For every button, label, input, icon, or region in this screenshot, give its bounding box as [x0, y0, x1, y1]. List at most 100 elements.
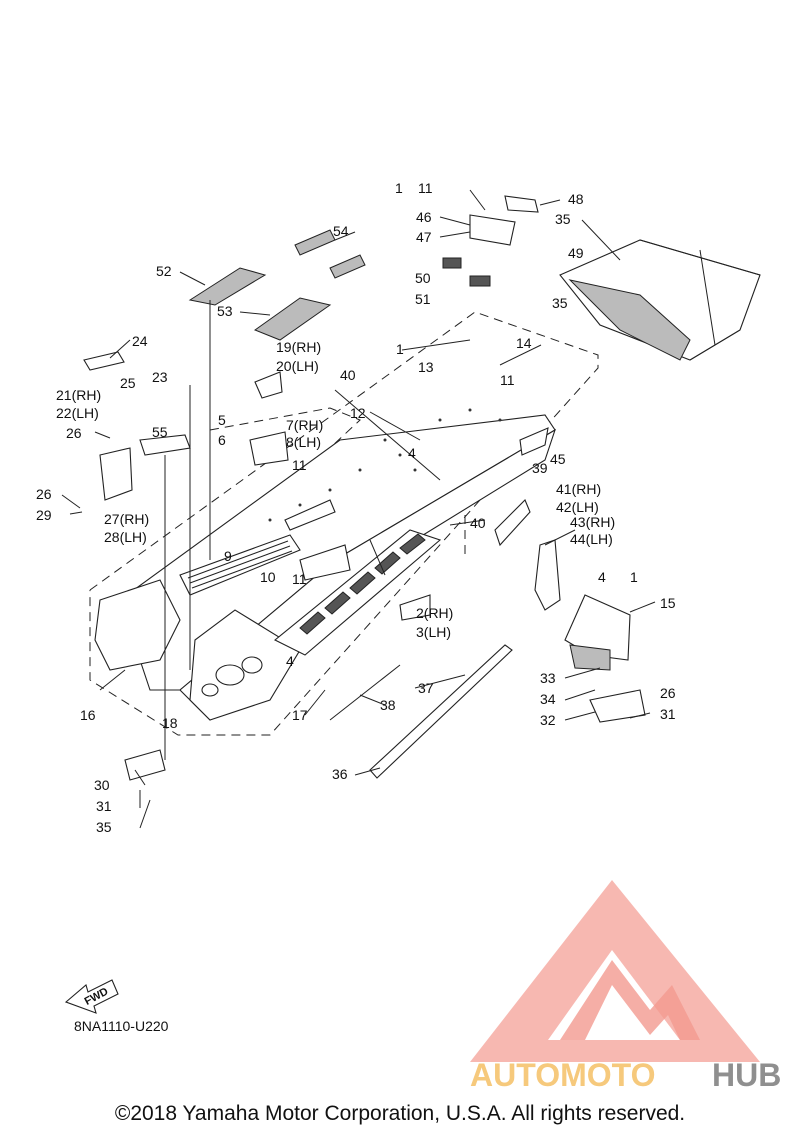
- callout-label: 1: [395, 180, 403, 196]
- callout-label: 11: [292, 571, 307, 587]
- callout-label: 26: [36, 486, 52, 502]
- part-38-rod: [329, 664, 401, 721]
- callout-label: 2(RH): [416, 605, 453, 621]
- callout-labels: 1 11 48 46 47 35 54 49 52 50 51 53 35 1 …: [36, 180, 676, 835]
- callout-label: 35: [96, 819, 112, 835]
- part-2-3: [399, 594, 431, 621]
- part-43-44: [534, 539, 561, 611]
- callout-label: 16: [80, 707, 96, 723]
- callout-label: 26: [660, 685, 676, 701]
- callout-label: 7(RH): [286, 417, 323, 433]
- callout-label: 12: [350, 405, 366, 421]
- callout-label: 21(RH): [56, 387, 101, 403]
- callout-label: 53: [217, 303, 233, 319]
- leader-lines: [61, 189, 656, 829]
- part-54a: [294, 229, 336, 256]
- copyright-notice: ©2018 Yamaha Motor Corporation, U.S.A. A…: [114, 1102, 686, 1125]
- callout-label: 14: [516, 335, 532, 351]
- callout-label: 49: [568, 245, 584, 261]
- frame-hole: [201, 683, 219, 697]
- part-50: [442, 257, 462, 269]
- part-53: [253, 297, 332, 341]
- callout-label: 48: [568, 191, 584, 207]
- cross-member: [284, 499, 336, 531]
- callout-label: 35: [552, 295, 568, 311]
- chassis-dashed-outline: [89, 311, 599, 736]
- callout-label: 13: [418, 359, 434, 375]
- callout-label: 11: [500, 372, 515, 388]
- callout-label: 27(RH): [104, 511, 149, 527]
- callout-label: 22(LH): [56, 405, 99, 421]
- callout-label: 51: [415, 291, 431, 307]
- part-27-28: [99, 447, 133, 501]
- part-54b: [329, 254, 366, 279]
- part-30: [124, 749, 166, 781]
- callout-label: 4: [598, 569, 606, 585]
- chassis-tunnel: [94, 408, 556, 721]
- callout-label: 5: [218, 412, 226, 428]
- part-52: [188, 267, 267, 306]
- callout-label: 40: [340, 367, 356, 383]
- callout-label: 19(RH): [276, 339, 321, 355]
- callout-label: 47: [416, 229, 432, 245]
- watermark-m-shape: [560, 960, 700, 1040]
- part-32: [589, 689, 646, 723]
- callout-label: 18: [162, 715, 178, 731]
- rack-rail: [699, 249, 716, 346]
- part-19-20: [254, 371, 283, 399]
- callout-label: 45: [550, 451, 566, 467]
- callout-label: 11: [418, 180, 433, 196]
- watermark-logo: AUTOMOTO HUB: [470, 880, 781, 1093]
- callout-label: 41(RH): [556, 481, 601, 497]
- watermark-text-automoto: AUTOMOTO: [470, 1057, 655, 1093]
- callout-label: 4: [408, 445, 416, 461]
- callout-label: 38: [380, 697, 396, 713]
- part-7-8: [249, 431, 289, 466]
- part-46-47: [469, 214, 516, 246]
- callout-label: 1: [396, 341, 404, 357]
- part-51: [469, 275, 491, 287]
- callout-label: 3(LH): [416, 624, 451, 640]
- tunnel-rivets: [268, 408, 502, 522]
- callout-label: 8(LH): [286, 434, 321, 450]
- running-board-cleats: [299, 533, 426, 635]
- part-33: [569, 644, 611, 671]
- callout-label: 34: [540, 691, 556, 707]
- callout-label: 43(RH): [570, 514, 615, 530]
- part-48: [504, 195, 539, 213]
- rear-flap: [568, 279, 691, 361]
- callout-label: 42(LH): [556, 499, 599, 515]
- callout-label: 29: [36, 507, 52, 523]
- callout-label: 9: [224, 548, 232, 564]
- callout-label: 10: [260, 569, 276, 585]
- fwd-arrow-icon: FWD: [64, 979, 119, 1014]
- frame-hole: [241, 656, 263, 674]
- callout-label: 6: [218, 432, 226, 448]
- floor-vent-slots: [187, 540, 293, 589]
- callout-label: 32: [540, 712, 556, 728]
- callout-label: 52: [156, 263, 172, 279]
- callout-label: 55: [152, 424, 168, 440]
- part-24: [83, 351, 125, 371]
- callout-label: 31: [660, 706, 676, 722]
- callout-label: 28(LH): [104, 529, 147, 545]
- center-bracket: [299, 544, 351, 581]
- callout-label: 54: [333, 223, 349, 239]
- callout-label: 40: [470, 515, 486, 531]
- callout-label: 31: [96, 798, 112, 814]
- frame-hole: [215, 664, 245, 686]
- callout-label: 39: [532, 460, 548, 476]
- callout-label: 1: [630, 569, 638, 585]
- part-37-tube: [369, 644, 513, 779]
- front-left-frame: [94, 579, 181, 671]
- rear-rack: [559, 239, 761, 361]
- callout-label: 23: [152, 369, 168, 385]
- callout-label: 26: [66, 425, 82, 441]
- callout-label: 37: [418, 680, 434, 696]
- callout-label: 44(LH): [570, 531, 613, 547]
- callout-label: 33: [540, 670, 556, 686]
- callout-label: 25: [120, 375, 136, 391]
- callout-label: 15: [660, 595, 676, 611]
- diagram-code: 8NA1110-U220: [74, 1018, 169, 1034]
